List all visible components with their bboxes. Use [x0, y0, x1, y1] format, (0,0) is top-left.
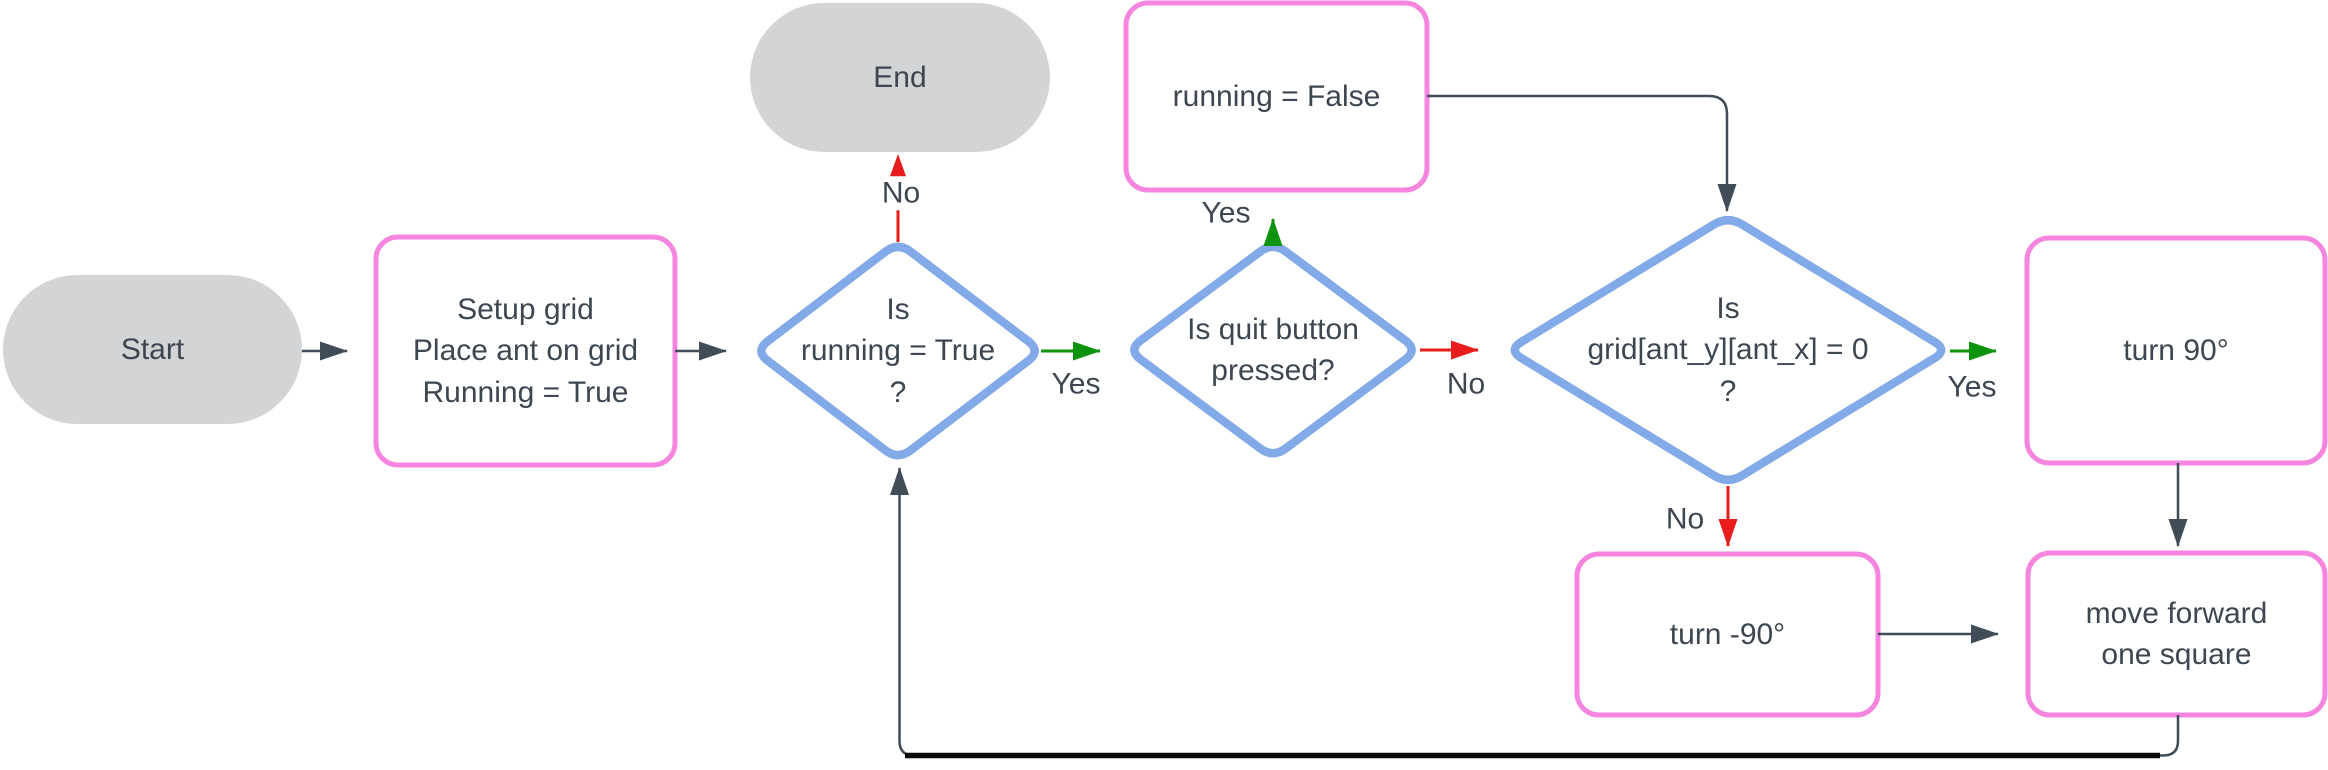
- edge-running-false-to-decision-grid: [1427, 94, 1737, 212]
- node-decision-running-shape: [757, 242, 1039, 460]
- edge-running-no-arrowhead: [889, 154, 907, 179]
- node-end-shape: [750, 3, 1050, 152]
- node-start-shape: [3, 275, 302, 424]
- node-move-forward-shape: [2025, 550, 2328, 718]
- node-setup-shape: [373, 234, 678, 468]
- edge-loop-move-forward-to-decision-running: [890, 467, 2180, 757]
- node-running-false-shape: [1123, 0, 1430, 193]
- node-decision-grid-shape: [1510, 215, 1946, 485]
- node-turn-90-shape: [2024, 235, 2328, 466]
- node-turn-neg-90-shape: [1574, 551, 1881, 718]
- node-decision-quit-shape: [1130, 242, 1416, 458]
